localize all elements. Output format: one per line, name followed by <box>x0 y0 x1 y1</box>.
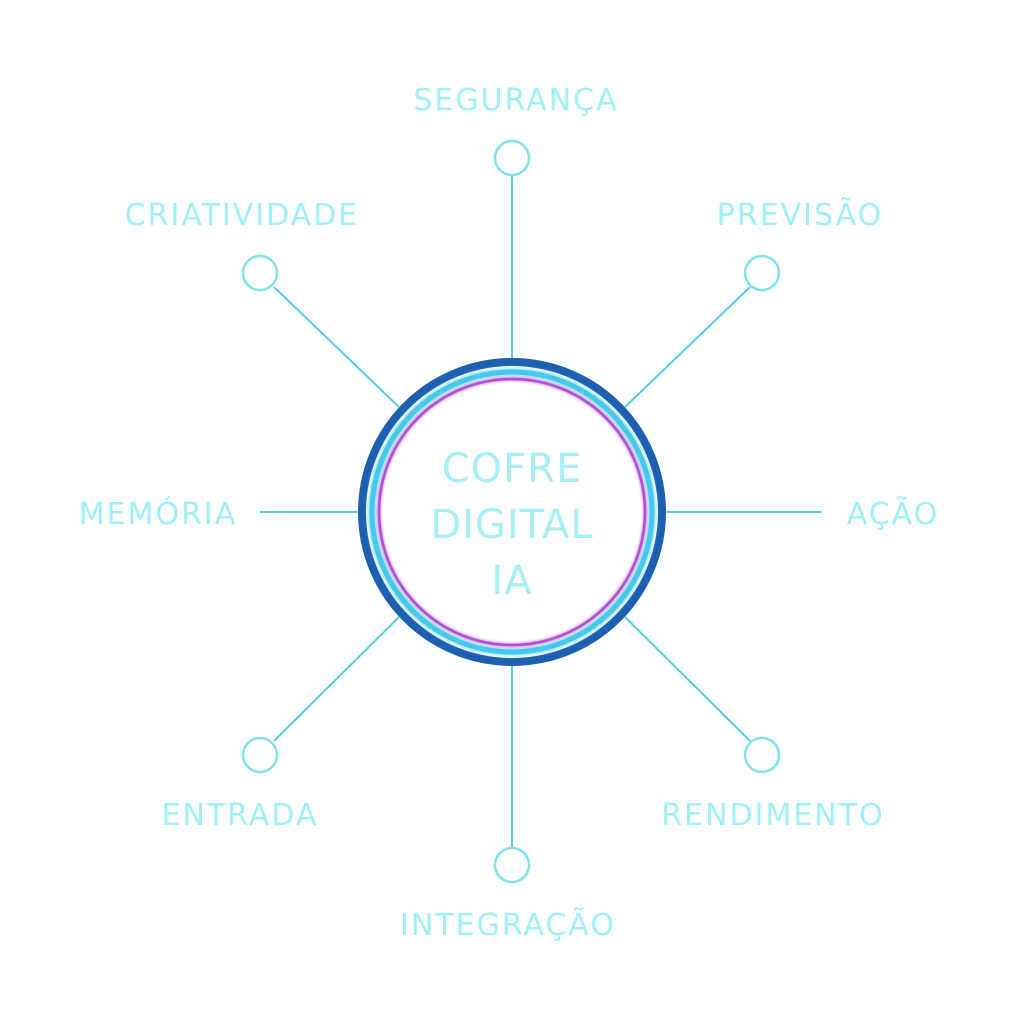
node-circle-integracao <box>493 846 531 884</box>
spoke-entrada <box>273 616 400 742</box>
spoke-previsao <box>624 286 751 408</box>
spoke-rendimento <box>624 616 751 742</box>
node-circle-previsao <box>743 254 781 292</box>
label-entrada: ENTRADA <box>162 798 319 833</box>
label-seguranca: SEGURANÇA <box>413 83 618 118</box>
ring-glow <box>369 369 655 655</box>
label-rendimento: RENDIMENTO <box>661 798 884 833</box>
node-circle-criatividade <box>241 254 279 292</box>
label-memoria: MEMÓRIA <box>79 495 238 532</box>
node-circle-rendimento <box>743 736 781 774</box>
spoke-criatividade <box>273 286 400 408</box>
label-integracao: INTEGRAÇÃO <box>400 907 616 943</box>
center-line-2: DIGITAL <box>430 502 593 548</box>
spoke-lines <box>260 175 822 848</box>
node-circle-entrada <box>241 736 279 774</box>
node-circle-seguranca <box>493 139 531 177</box>
node-circles <box>241 139 781 884</box>
center-line-1: COFRE <box>442 446 583 492</box>
center-line-3: IA <box>491 558 532 604</box>
node-labels: SEGURANÇA PREVISÃO AÇÃO RENDIMENTO INTEG… <box>79 83 940 943</box>
ring-outer <box>358 358 666 666</box>
label-previsao: PREVISÃO <box>717 197 883 233</box>
label-acao: AÇÃO <box>847 496 940 532</box>
label-criatividade: CRIATIVIDADE <box>125 198 360 233</box>
center-title: COFRE DIGITAL IA <box>430 446 593 604</box>
central-ring <box>358 358 666 666</box>
ring-inner <box>377 377 647 647</box>
